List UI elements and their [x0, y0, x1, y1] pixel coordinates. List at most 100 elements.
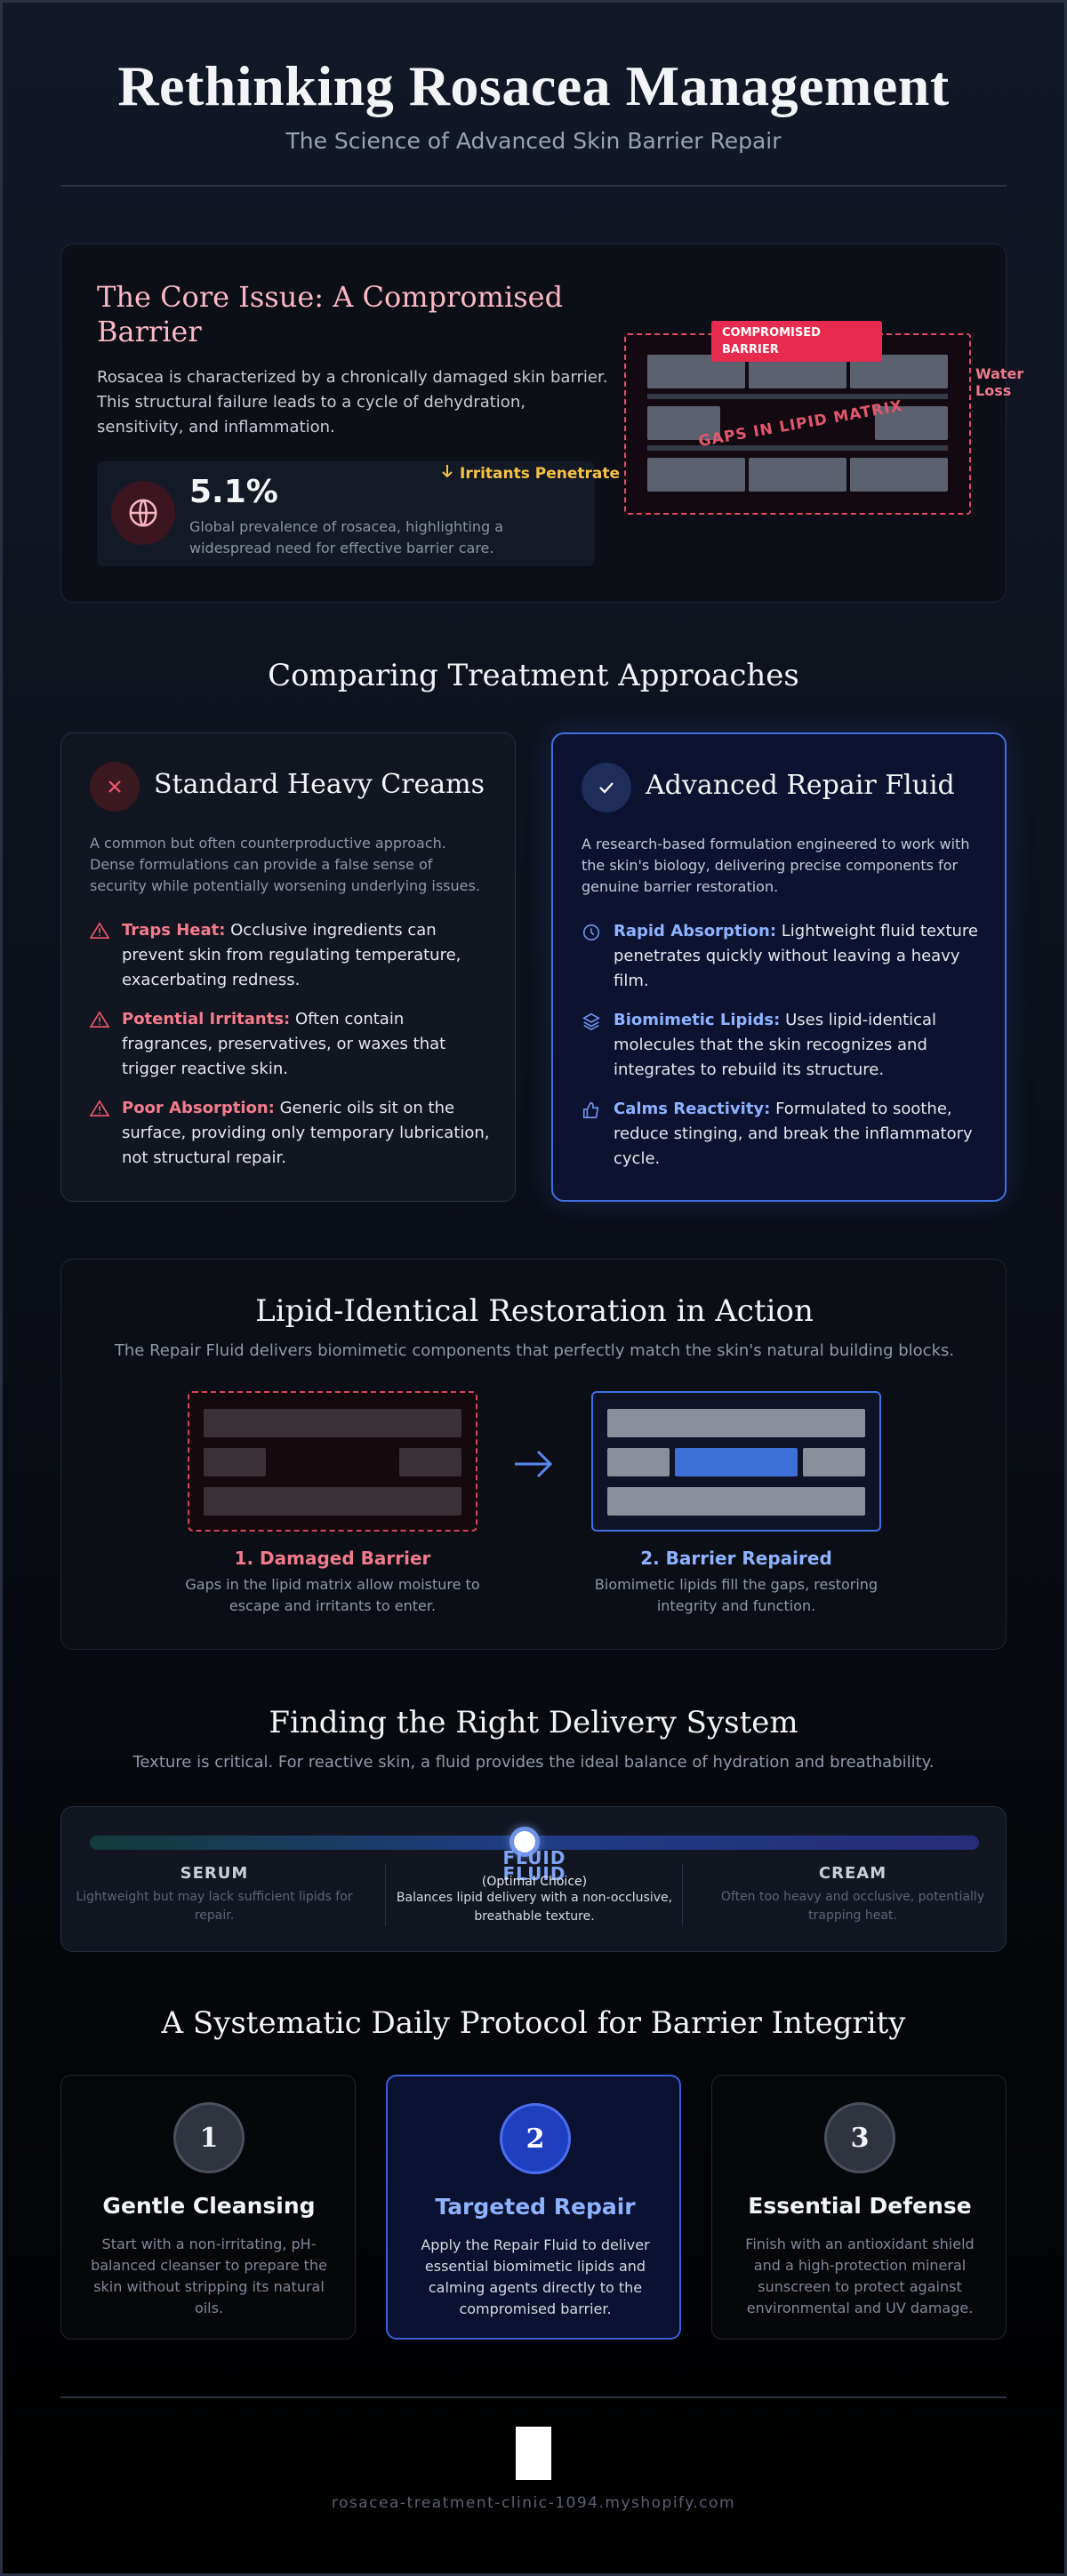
advanced-point-text: Uses lipid-identical molecules that the …: [614, 1011, 937, 1079]
irritants-label: Irritants Penetrate: [440, 463, 620, 484]
protocol-title: A Systematic Daily Protocol for Barrier …: [161, 2005, 906, 2041]
logo-placeholder: [516, 2427, 551, 2480]
skin-cell: [607, 1448, 670, 1476]
protocol-step: 3 Essential Defense Finish with an antio…: [711, 2075, 1007, 2340]
standard-point: Potential Irritants: Often contain fragr…: [89, 1007, 495, 1082]
fluid-optimal-label: (Optimal Choice): [481, 1875, 588, 1889]
damaged-description: Gaps in the lipid matrix allow moisture …: [185, 1576, 480, 1614]
clock-icon: [582, 919, 605, 994]
serum-description: Lightweight but may lack sufficient lipi…: [76, 1890, 353, 1923]
advanced-fluid-title: Advanced Repair Fluid: [646, 770, 955, 801]
divider: [385, 1864, 386, 1926]
skin-cell: [399, 1448, 461, 1476]
warning-icon: [89, 1096, 113, 1171]
standard-creams-card: Standard Heavy Creams A common but often…: [60, 732, 516, 1202]
delivery-slider-card: SERUM Lightweight but may lack sufficien…: [60, 1806, 1007, 1952]
serum-column: SERUM Lightweight but may lack sufficien…: [72, 1864, 357, 1925]
texture-slider-handle[interactable]: [509, 1827, 540, 1857]
skin-cell: [204, 1487, 461, 1516]
skin-cell: [204, 1448, 266, 1476]
step-description: Apply the Repair Fluid to deliver essent…: [421, 2236, 650, 2317]
biomimetic-lipid: [675, 1448, 798, 1476]
check-icon: [582, 763, 631, 812]
fluid-title-echo: FLUID: [502, 1863, 566, 1884]
advanced-fluid-intro: A research-based formulation engineered …: [582, 836, 970, 895]
advanced-fluid-card: Advanced Repair Fluid A research-based f…: [551, 732, 1007, 1202]
step-number: 1: [173, 2102, 245, 2173]
thumbs-up-icon: [582, 1097, 605, 1172]
standard-point-label: Potential Irritants:: [122, 1010, 291, 1028]
standard-creams-intro: A common but often counterproductive app…: [90, 835, 480, 894]
warning-icon: [89, 918, 113, 993]
page-title: Rethinking Rosacea Management: [117, 54, 950, 117]
step-description: Finish with an antioxidant shield and a …: [745, 2236, 975, 2316]
standard-creams-title: Standard Heavy Creams: [154, 769, 485, 800]
step-number: 3: [824, 2102, 895, 2173]
close-icon: [90, 762, 140, 812]
arrow-down-icon: [440, 463, 454, 484]
delivery-title: Finding the Right Delivery System: [269, 1705, 798, 1740]
protocol-step: 2 Targeted Repair Apply the Repair Fluid…: [386, 2075, 681, 2340]
skin-cell: [647, 406, 720, 440]
cream-title: CREAM: [818, 1864, 887, 1883]
footer-divider: [60, 2396, 1007, 2398]
lipid-layer: [647, 445, 948, 451]
standard-point-label: Traps Heat:: [122, 921, 226, 940]
standard-point: Poor Absorption: Generic oils sit on the…: [89, 1096, 495, 1171]
advanced-point-label: Calms Reactivity:: [614, 1100, 771, 1118]
core-issue-card: The Core Issue: A Compromised Barrier Ro…: [60, 244, 1023, 603]
compromised-barrier-badge: COMPROMISED BARRIER: [711, 321, 882, 362]
core-issue-description: Rosacea is characterized by a chronicall…: [97, 368, 608, 436]
step-number: 2: [500, 2103, 571, 2174]
repaired-barrier-diagram: [591, 1391, 881, 1532]
standard-point-label: Poor Absorption:: [122, 1099, 275, 1117]
irritants-text: Irritants Penetrate: [460, 464, 621, 483]
advanced-point-label: Rapid Absorption:: [614, 922, 777, 940]
step-description: Start with a non-irritating, pH-balanced…: [91, 2236, 327, 2316]
cream-column: CREAM Often too heavy and occlusive, pot…: [710, 1864, 995, 1925]
repaired-caption: 2. Barrier Repaired Biomimetic lipids fi…: [576, 1548, 896, 1617]
cream-description: Often too heavy and occlusive, potential…: [720, 1890, 985, 1923]
skin-cell: [850, 458, 948, 492]
page-header: Rethinking Rosacea Management The Scienc…: [60, 53, 1007, 154]
advanced-point-label: Biomimetic Lipids:: [614, 1011, 781, 1029]
advanced-point: Biomimetic Lipids: Uses lipid-identical …: [582, 1008, 987, 1083]
footer-url[interactable]: rosacea-treatment-clinic-1094.myshopify.…: [331, 2494, 736, 2512]
core-issue-title: The Core Issue: A Compromised Barrier: [97, 280, 564, 348]
repaired-title: 2. Barrier Repaired: [640, 1548, 832, 1569]
skin-cell: [607, 1409, 865, 1437]
divider: [682, 1864, 683, 1926]
skin-cell: [803, 1448, 865, 1476]
globe-icon: [111, 481, 175, 545]
step-title: Gentle Cleansing: [102, 2193, 316, 2219]
protocol-step: 1 Gentle Cleansing Start with a non-irri…: [60, 2075, 356, 2340]
damaged-title: 1. Damaged Barrier: [234, 1548, 431, 1569]
serum-title: SERUM: [180, 1864, 249, 1883]
header-divider: [60, 185, 1007, 187]
warning-icon: [89, 1007, 113, 1082]
skin-cell: [204, 1409, 461, 1437]
fluid-column: FLUID FLUID (Optimal Choice) Balances li…: [367, 1849, 702, 1926]
prevalence-value: 5.1%: [189, 474, 278, 510]
advanced-point: Rapid Absorption: Lightweight fluid text…: [582, 919, 987, 994]
repaired-description: Biomimetic lipids fill the gaps, restori…: [594, 1576, 878, 1614]
standard-point-text: Often contain fragrances, preservatives,…: [122, 1010, 446, 1078]
skin-cell: [647, 458, 745, 492]
standard-point-text: Occlusive ingredients can prevent skin f…: [122, 921, 461, 989]
prevalence-stat: 5.1% Global prevalence of rosacea, highl…: [97, 461, 595, 566]
restoration-title: Lipid-Identical Restoration in Action: [255, 1293, 814, 1329]
arrow-right-icon: [511, 1446, 556, 1485]
page-subtitle: The Science of Advanced Skin Barrier Rep…: [285, 128, 782, 154]
gaps-label: GAPS IN LIPID MATRIX: [697, 396, 905, 452]
compare-title: Comparing Treatment Approaches: [268, 658, 799, 693]
restoration-subtitle: The Repair Fluid delivers biomimetic com…: [114, 1341, 955, 1360]
skin-cell: [749, 458, 846, 492]
prevalence-note: Global prevalence of rosacea, highlighti…: [189, 518, 504, 556]
fluid-description: Balances lipid delivery with a non-occlu…: [396, 1891, 673, 1924]
skin-cell: [875, 406, 948, 440]
water-loss-label: Water Loss: [975, 365, 1024, 399]
delivery-subtitle: Texture is critical. For reactive skin, …: [132, 1753, 935, 1772]
step-title: Essential Defense: [748, 2193, 972, 2219]
standard-point: Traps Heat: Occlusive ingredients can pr…: [89, 918, 495, 993]
skin-cell: [607, 1487, 865, 1516]
